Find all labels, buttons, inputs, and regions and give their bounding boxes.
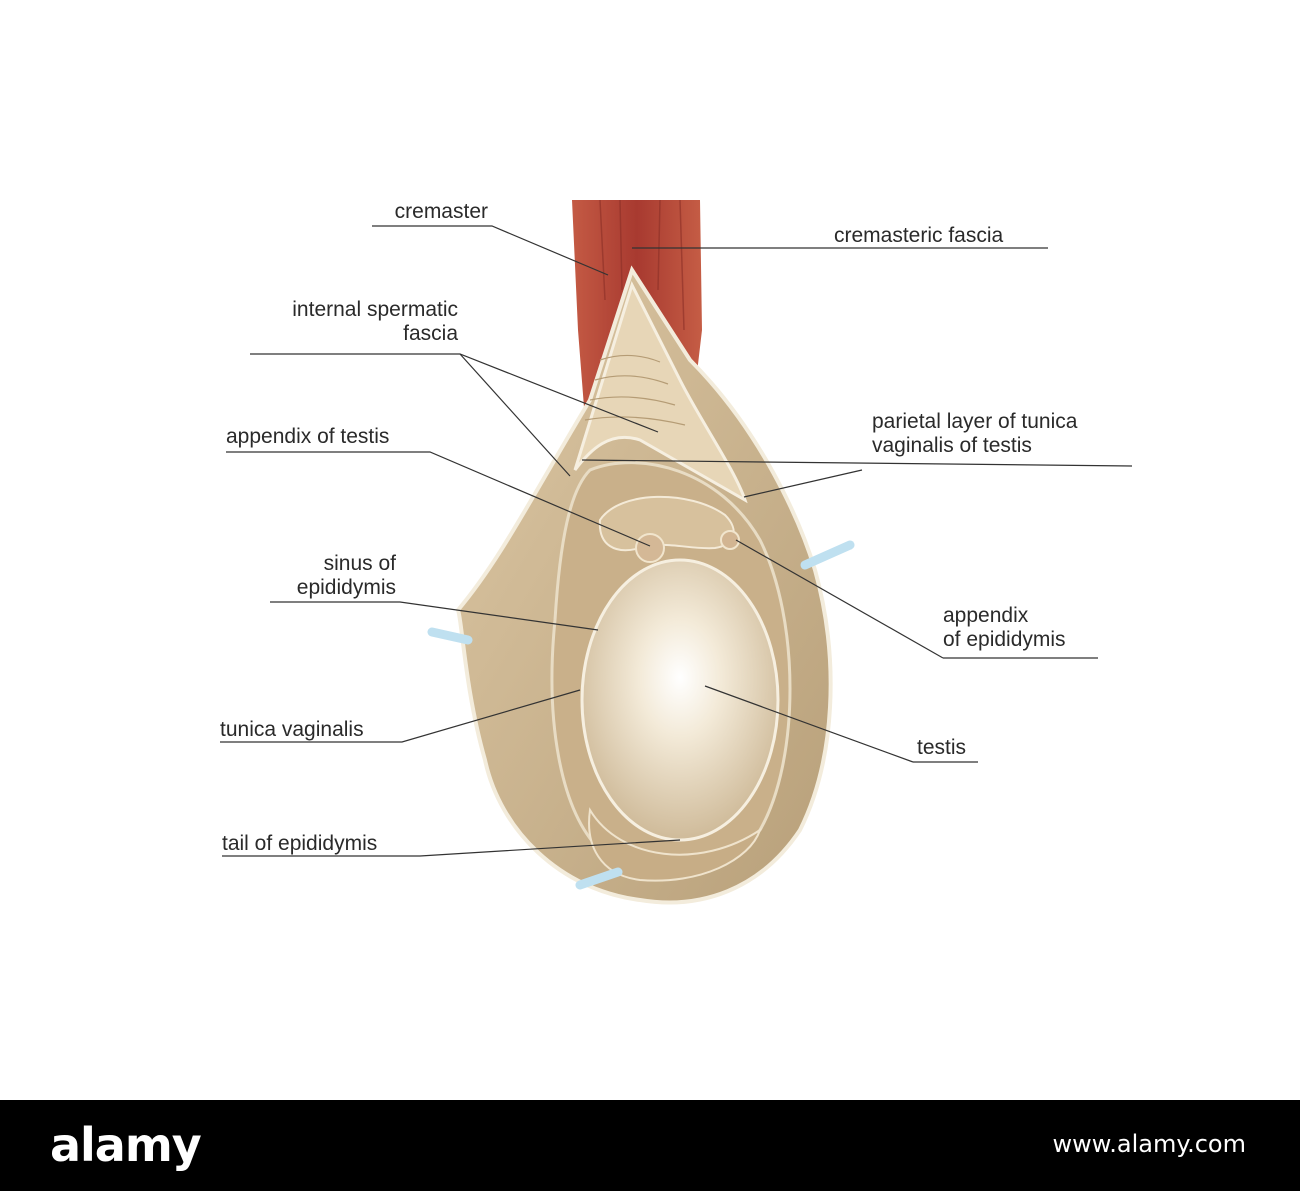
label-cremaster: cremaster (394, 200, 488, 223)
label-parietal-layer: parietal layer of tunica vaginalis of te… (872, 410, 1078, 457)
label-internal-spermatic-fascia: internal spermatic fascia (292, 298, 458, 345)
pin-left (427, 627, 473, 645)
internal-spermatic-fascia-shape (573, 281, 748, 504)
pin-right (800, 540, 855, 570)
epididymis-head (598, 495, 735, 552)
testis-body (580, 558, 780, 842)
label-appendix-of-testis: appendix of testis (226, 425, 390, 448)
label-tail-of-epididymis: tail of epididymis (222, 832, 378, 855)
image-id: www.alamy.com (1052, 1130, 1246, 1158)
label-sinus-of-epididymis: sinus of epididymis (296, 552, 396, 599)
epididymis-tail (588, 807, 762, 882)
leader-lines (220, 225, 1133, 857)
footer-bar (0, 1100, 1300, 1191)
alamy-logo: alamy (50, 1118, 202, 1172)
label-cremasteric-fascia: cremasteric fascia (834, 224, 1004, 247)
label-tunica-vaginalis: tunica vaginalis (220, 718, 364, 741)
label-testis: testis (917, 736, 967, 759)
label-appendix-of-epididymis: appendix of epididymis (943, 604, 1066, 651)
pin-bottom (575, 867, 623, 890)
